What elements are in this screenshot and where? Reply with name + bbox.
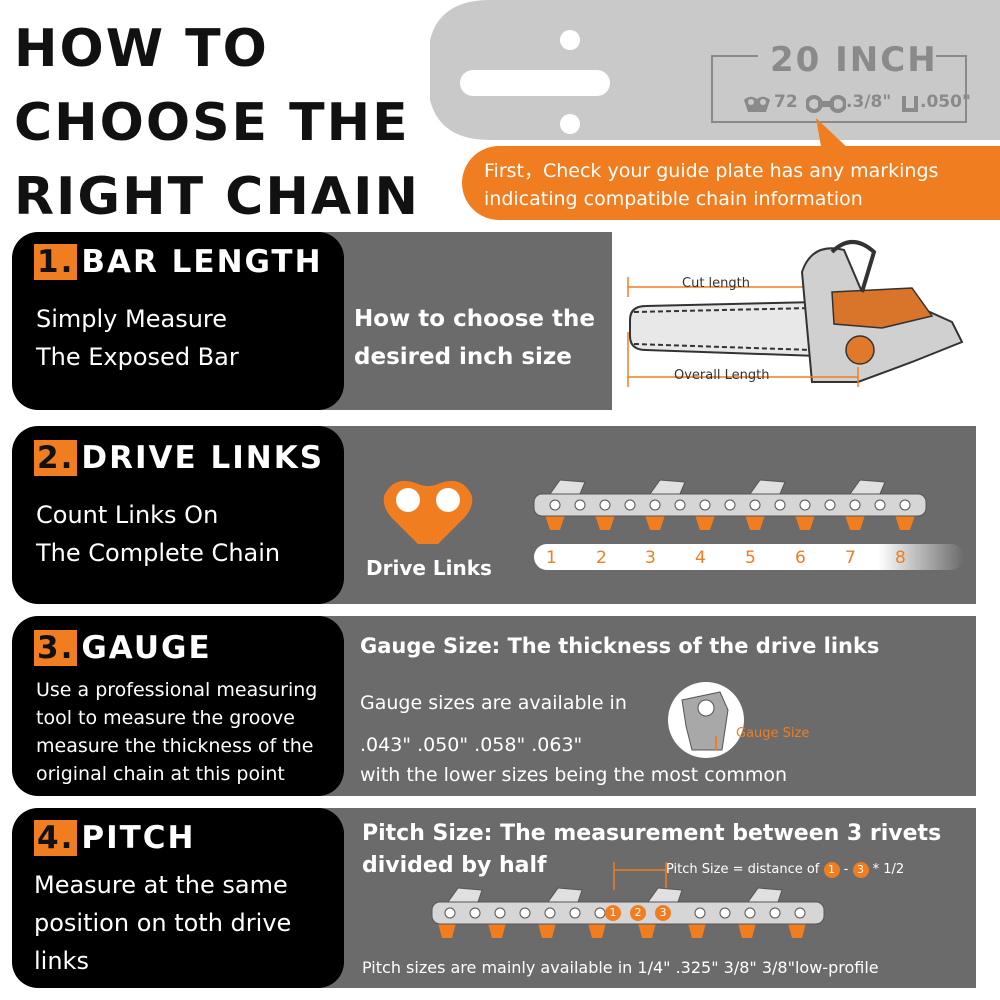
guide-bar-illustration: [430, 0, 1000, 140]
formula-rivet-1: 1: [823, 862, 840, 878]
gauge-icon: [902, 96, 918, 112]
gauge-heading: 3.GAUGE: [34, 630, 212, 666]
section-heading-text: DRIVE LINKS: [81, 440, 325, 476]
chainsaw-illustration: [612, 232, 976, 410]
link-count-5: 5: [745, 548, 756, 568]
chain-illustration: [533, 479, 927, 530]
gauge-panel: [280, 616, 976, 796]
gauge-description: Use a professional measuring tool to mea…: [36, 676, 317, 788]
section-heading-text: GAUGE: [81, 630, 212, 666]
desc-line: The Exposed Bar: [36, 343, 239, 371]
panel-line: Pitch Size: The measurement between 3 ri…: [362, 821, 942, 846]
panel-line: desired inch size: [354, 344, 572, 370]
link-count-4: 4: [695, 548, 706, 568]
link-count-6: 6: [795, 548, 806, 568]
drive-links-heading: 2.DRIVE LINKS: [34, 440, 324, 476]
bar-size-marking: 20 INCH: [770, 40, 938, 80]
section-heading-text: BAR LENGTH: [81, 244, 323, 280]
link-count-7: 7: [845, 548, 856, 568]
pitch-chain-illustration: [431, 887, 825, 938]
gauge-image-label: Gauge Size: [736, 726, 810, 741]
section-number: 2.: [34, 440, 78, 476]
drive-link-icon: [744, 96, 770, 112]
pitch-rivet-1: 1: [605, 905, 621, 921]
desc-line: Simply Measure: [36, 305, 228, 333]
link-count-8: 8: [895, 548, 906, 568]
gauge-available-text: Gauge sizes are available in: [360, 692, 627, 714]
overall-length-label: Overall Length: [674, 368, 770, 383]
page-title: HOW TO CHOOSE THE RIGHT CHAIN: [14, 12, 434, 234]
link-count-2: 2: [596, 548, 607, 568]
drive-links-icon-label: Drive Links: [366, 556, 492, 580]
pitch-dimension-line: [613, 862, 667, 890]
bar-marking-frame: [711, 55, 967, 123]
formula-prefix: Pitch Size = distance of: [666, 862, 820, 877]
bar-pitch-marking: .3/8": [846, 92, 892, 112]
cut-length-label: Cut length: [682, 276, 750, 291]
bar-gauge-marking: .050": [920, 92, 971, 112]
callout-line-1: First，Check your guide plate has any mar…: [484, 160, 939, 182]
pitch-rivet-3: 3: [655, 905, 671, 921]
link-count-3: 3: [645, 548, 656, 568]
desc-line: original chain at this point: [36, 763, 285, 785]
desc-line: Measure at the same: [34, 871, 288, 899]
drive-link-large-icon: [383, 480, 473, 544]
title-line-3: RIGHT CHAIN: [14, 167, 420, 227]
guide-plate-callout: First，Check your guide plate has any mar…: [462, 146, 1000, 220]
bar-drive-links-marking: 72: [774, 92, 798, 112]
desc-line: Count Links On: [36, 501, 219, 529]
pitch-panel: [280, 808, 976, 988]
desc-line: tool to measure the groove: [36, 707, 295, 729]
bar-length-heading: 1.BAR LENGTH: [34, 244, 323, 280]
gauge-sizes-text: .043" .050" .058" .063": [360, 734, 583, 756]
formula-dash: -: [843, 862, 849, 877]
gauge-common-text: with the lower sizes being the most comm…: [360, 764, 787, 786]
desc-line: Use a professional measuring: [36, 679, 318, 701]
section-heading-text: PITCH: [81, 820, 196, 856]
link-count-strip: [534, 544, 964, 570]
pitch-heading: 4.PITCH: [34, 820, 195, 856]
section-number: 1.: [34, 244, 78, 280]
pitch-panel-title: Pitch Size: The measurement between 3 ri…: [362, 818, 941, 882]
title-line-2: CHOOSE THE: [14, 93, 410, 153]
pitch-description: Measure at the same position on toth dri…: [34, 866, 291, 980]
panel-line: divided by half: [362, 853, 547, 878]
pitch-rivet-2: 2: [630, 905, 646, 921]
section-number: 4.: [34, 820, 78, 856]
title-line-1: HOW TO: [14, 19, 269, 79]
desc-line: links: [34, 947, 89, 975]
formula-suffix: * 1/2: [872, 862, 905, 877]
pitch-formula: Pitch Size = distance of 1 - 3 * 1/2: [666, 862, 904, 878]
desc-line: measure the thickness of the: [36, 735, 314, 757]
section-number: 3.: [34, 630, 78, 666]
desc-line: position on toth drive: [34, 909, 292, 937]
drive-links-description: Count Links On The Complete Chain: [36, 496, 280, 572]
desc-line: The Complete Chain: [36, 539, 281, 567]
bar-length-description: Simply Measure The Exposed Bar: [36, 300, 239, 376]
bar-length-panel-text: How to choose the desired inch size: [354, 300, 595, 376]
gauge-close-up-image: [668, 682, 744, 758]
pitch-icon: [806, 95, 846, 113]
link-count-1: 1: [546, 548, 557, 568]
panel-line: How to choose the: [354, 306, 595, 332]
gauge-panel-title: Gauge Size: The thickness of the drive l…: [360, 634, 880, 658]
callout-line-2: indicating compatible chain information: [484, 188, 863, 210]
callout-pointer: [816, 118, 852, 152]
pitch-available-text: Pitch sizes are mainly available in 1/4"…: [362, 958, 879, 977]
formula-rivet-3: 3: [852, 862, 869, 878]
